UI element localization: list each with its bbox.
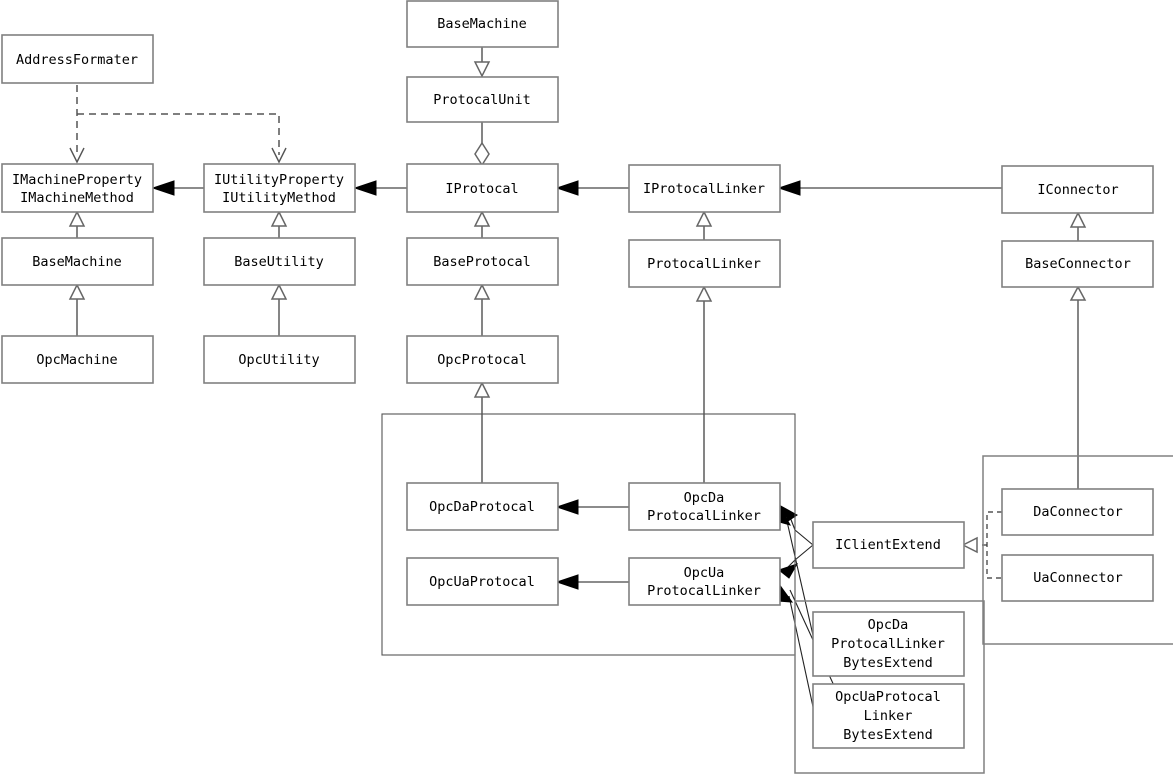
group-box-connectors <box>982 455 1173 645</box>
opcuabytesextend-label-line3: BytesExtend <box>843 727 932 743</box>
iconnector-label: IConnector <box>1037 182 1118 198</box>
basemachine-left-label: BaseMachine <box>32 254 121 270</box>
edge-opcdaprotocal-to-opcprotocal <box>473 381 491 483</box>
group-box-bytes-extends <box>794 600 985 774</box>
class-box-opcutility[interactable]: OpcUtility <box>203 335 356 384</box>
imachineproperty-label-line2: IMachineMethod <box>20 190 134 206</box>
addressformater-label: AddressFormater <box>16 52 138 68</box>
iutilityproperty-label-line1: IUtilityProperty <box>214 172 344 188</box>
class-box-opcuaprotocallinkerbytesextend[interactable]: OpcUaProtocal Linker BytesExtend <box>812 683 965 749</box>
edge-opcmachine-to-basemachine-left <box>68 283 86 336</box>
opcuaprotocallinker-label-line2: ProtocalLinker <box>647 583 761 599</box>
baseutility-label: BaseUtility <box>234 254 323 270</box>
class-box-opcuaprotocallinker[interactable]: OpcUa ProtocalLinker <box>628 557 781 606</box>
protocallinker-label: ProtocalLinker <box>647 256 761 272</box>
opcdabytesextend-label-line3: BytesExtend <box>843 655 932 671</box>
class-box-addressformater[interactable]: AddressFormater <box>1 34 154 84</box>
class-box-basemachine-left[interactable]: BaseMachine <box>1 237 154 286</box>
class-box-iconnector[interactable]: IConnector <box>1001 165 1154 214</box>
iprotocallinker-label: IProtocalLinker <box>643 181 765 197</box>
class-box-opcdaprotocallinkerbytesextend[interactable]: OpcDa ProtocalLinker BytesExtend <box>812 611 965 677</box>
edge-opcdaprotocallinker-to-protocallinker <box>695 285 713 483</box>
basemachine-top-label: BaseMachine <box>437 16 526 32</box>
edge-daconnector-to-baseconnector <box>1069 285 1087 489</box>
edge-addressformater-to-iutility <box>77 113 287 164</box>
edge-opcualinker-to-opcuaprotocal <box>555 574 629 590</box>
group-box-opc-protocals <box>381 413 796 656</box>
class-box-baseconnector[interactable]: BaseConnector <box>1001 240 1154 288</box>
opcmachine-label: OpcMachine <box>36 352 117 368</box>
iprotocal-label: IProtocal <box>445 181 518 197</box>
class-box-baseprotocal[interactable]: BaseProtocal <box>406 237 559 286</box>
edge-baseutility-to-iutility <box>270 210 288 238</box>
edge-iconnector-to-iprotocallinker <box>777 180 1002 196</box>
class-box-protocallinker[interactable]: ProtocalLinker <box>628 239 781 288</box>
edge-iutility-to-imachine <box>151 180 204 196</box>
opcdabytesextend-label-line1: OpcDa <box>868 617 909 633</box>
opcprotocal-label: OpcProtocal <box>437 352 526 368</box>
opcutility-label: OpcUtility <box>238 352 319 368</box>
opcdaprotocal-label: OpcDaProtocal <box>429 499 535 515</box>
class-box-opcuaprotocal[interactable]: OpcUaProtocal <box>406 557 559 606</box>
class-box-imachineproperty[interactable]: IMachineProperty IMachineMethod <box>1 163 154 213</box>
opcdabytesextend-label-line2: ProtocalLinker <box>831 636 945 652</box>
class-box-baseutility[interactable]: BaseUtility <box>203 237 356 286</box>
edge-protocalunit-to-iprotocal <box>474 122 490 167</box>
baseprotocal-label: BaseProtocal <box>433 254 531 270</box>
edge-opcdalinker-to-opcdaprotocal <box>555 499 629 515</box>
class-box-iutilityproperty[interactable]: IUtilityProperty IUtilityMethod <box>203 163 356 213</box>
class-box-protocalunit[interactable]: ProtocalUnit <box>406 76 559 123</box>
class-box-opcdaprotocal[interactable]: OpcDaProtocal <box>406 482 559 531</box>
edge-basemachine-left-to-imachine <box>68 210 86 238</box>
opcuabytesextend-label-line1: OpcUaProtocal <box>835 689 941 705</box>
opcuaprotocallinker-label-line1: OpcUa <box>684 565 725 581</box>
edge-basemachine-to-protocalunit <box>473 47 491 78</box>
opcuaprotocal-label: OpcUaProtocal <box>429 574 535 590</box>
opcdaprotocallinker-label-line1: OpcDa <box>684 490 725 506</box>
edge-addressformater-to-imachine <box>69 85 85 164</box>
class-box-iclientextend[interactable]: IClientExtend <box>812 521 965 569</box>
class-box-iprotocallinker[interactable]: IProtocalLinker <box>628 164 781 213</box>
class-box-uaconnector[interactable]: UaConnector <box>1001 554 1154 602</box>
opcuabytesextend-label-line2: Linker <box>864 708 913 724</box>
iclientextend-label: IClientExtend <box>835 537 941 553</box>
daconnector-label: DaConnector <box>1033 504 1122 520</box>
class-box-opcprotocal[interactable]: OpcProtocal <box>406 335 559 384</box>
imachineproperty-label-line1: IMachineProperty <box>12 172 142 188</box>
edge-baseprotocal-to-iprotocal <box>473 210 491 238</box>
class-box-daconnector[interactable]: DaConnector <box>1001 488 1154 536</box>
edge-iprotocallinker-to-iprotocal <box>555 180 629 196</box>
class-box-basemachine-top[interactable]: BaseMachine <box>406 0 559 48</box>
class-box-iprotocal[interactable]: IProtocal <box>406 163 559 213</box>
edge-protocallinker-to-iprotocallinker <box>695 210 713 240</box>
opcdaprotocallinker-label-line2: ProtocalLinker <box>647 508 761 524</box>
edge-opcprotocal-to-baseprotocal <box>473 283 491 336</box>
class-box-opcdaprotocallinker[interactable]: OpcDa ProtocalLinker <box>628 482 781 531</box>
baseconnector-label: BaseConnector <box>1025 256 1131 272</box>
edge-opcutility-to-baseutility <box>270 283 288 336</box>
uaconnector-label: UaConnector <box>1033 570 1122 586</box>
edge-iprotocal-to-iutility <box>353 180 407 196</box>
protocalunit-label: ProtocalUnit <box>433 92 531 108</box>
edge-baseconnector-to-iconnector <box>1069 211 1087 241</box>
class-box-opcmachine[interactable]: OpcMachine <box>1 335 154 384</box>
iutilityproperty-label-line2: IUtilityMethod <box>222 190 336 206</box>
